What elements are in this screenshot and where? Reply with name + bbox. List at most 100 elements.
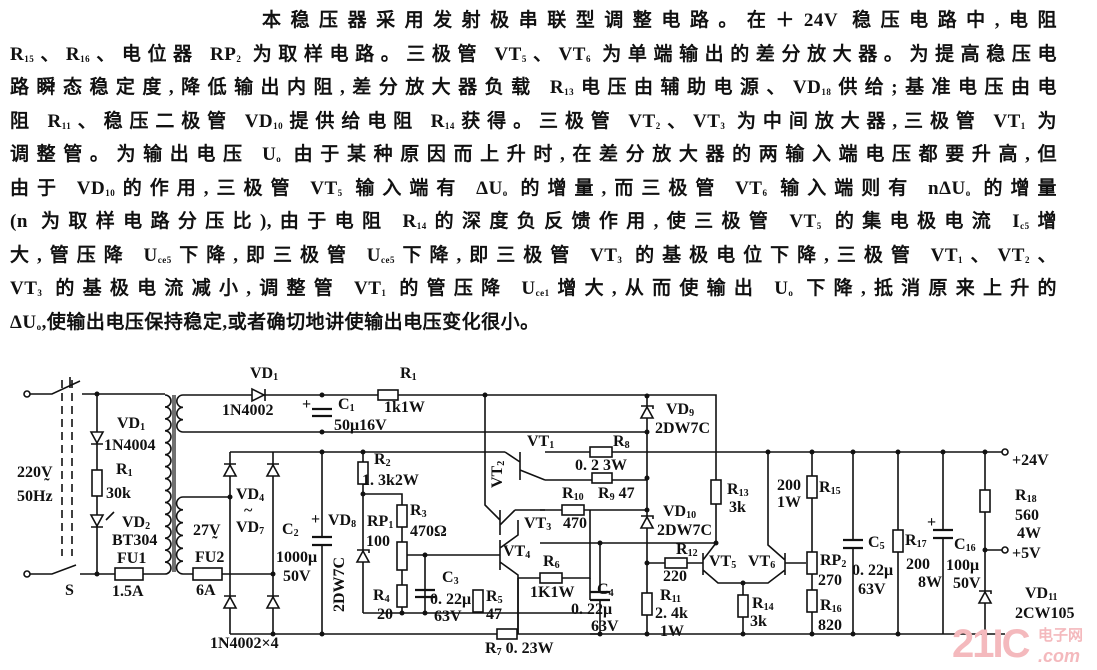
label-vd9-part: 2DW7C — [655, 420, 711, 437]
label-vt2: VT2 — [489, 460, 507, 488]
label-r16-val: 820 — [818, 617, 842, 634]
label-mains-frequency: 50Hz — [17, 488, 53, 505]
resistor-r2 — [357, 461, 369, 485]
label-r18-val1: 560 — [1015, 507, 1039, 524]
capacitor-c1 — [312, 407, 332, 418]
label-c1-plus: + — [302, 396, 312, 413]
zener-vd10 — [639, 515, 655, 529]
label-r12: R12 — [676, 541, 698, 559]
label-c16: C16 — [954, 536, 976, 554]
label-c3-val2: 63V — [434, 608, 462, 625]
resistor-r17 — [892, 529, 904, 553]
zener-vd9 — [639, 405, 655, 419]
label-c2-val2: 50V — [283, 568, 311, 585]
label-r8: R8 — [613, 433, 630, 451]
label-vd10: VD10 — [663, 503, 697, 521]
watermark-cn: 电子网 — [1038, 627, 1084, 644]
transformer-secondary-coil-1 — [176, 394, 184, 433]
capacitor-c16 — [933, 528, 953, 540]
label-fu1-val: 1.5A — [112, 583, 144, 600]
resistor-r1-left — [91, 469, 103, 497]
coils — [164, 394, 184, 575]
resistor-r13 — [710, 479, 722, 505]
resistor-r8 — [589, 446, 613, 458]
label-vd1-left-part: 1N4004 — [104, 437, 156, 454]
label-fu2-val: 6A — [196, 582, 216, 599]
text-line: R15、R16、电位器 RP2 为取样电路。三极管 VT5、VT6 为单端输出的… — [10, 43, 1057, 65]
label-r1-left-val: 30k — [106, 485, 131, 502]
text-line: 阻 R11、稳压二极管 VD10提供给电阻 R14获得。三极管 VT2、VT3 … — [10, 110, 1057, 132]
label-r5: R5 — [486, 588, 503, 606]
resistor-r14 — [737, 594, 749, 618]
label-c3: C3 — [442, 569, 459, 587]
label-r15-val1: 200 — [777, 477, 801, 494]
document-text: 本稳压器采用发射极串联型调整电路。在＋24V 稳压电路中,电阻 R15、R16、… — [10, 4, 1057, 339]
label-r18-val2: 4W — [1017, 525, 1041, 542]
label-r13: R13 — [727, 481, 749, 499]
label-r6-val: 1K1W — [530, 584, 575, 601]
watermark-brand: 21IC — [952, 622, 1030, 666]
resistor-r5-body — [472, 589, 484, 613]
label-r11-val2: 1W — [660, 623, 684, 640]
text-line: 路瞬态稳定度,降低输出内阻,差分放大器负载 R13电压由辅助电源、VD18供给;… — [10, 77, 1057, 98]
resistor-r6 — [539, 572, 563, 584]
transformer-secondary-coil-2 — [175, 496, 184, 575]
label-c5-val1: 0. 22μ — [852, 562, 894, 579]
label-rp2: RP2 — [820, 552, 847, 570]
label-r11-val1: 2. 4k — [655, 605, 688, 622]
diode-bridge-1 — [222, 463, 238, 477]
resistor-r11 — [641, 592, 653, 616]
label-output-5v: +5V — [1012, 545, 1041, 562]
fuse-fu2 — [192, 567, 223, 581]
label-c5: C5 — [868, 534, 885, 552]
label-c4-val2: 63V — [591, 618, 619, 635]
label-r16: R16 — [820, 597, 842, 615]
label-r2-val: 1. 3k2W — [362, 472, 419, 489]
label-vt5: VT5 — [709, 553, 737, 571]
resistor-r1-top — [377, 389, 399, 401]
potentiometer-rp1 — [396, 541, 408, 571]
label-r11: R11 — [660, 587, 682, 605]
label-r14-val: 3k — [750, 613, 767, 630]
potentiometer-rp2 — [806, 551, 818, 575]
label-vd11-part: 2CW105 — [1015, 605, 1075, 622]
label-c3-val1: 0. 22μ — [430, 591, 472, 608]
resistor-r18 — [979, 489, 991, 513]
label-vd4: VD4 — [236, 486, 265, 504]
label-c16-plus: + — [927, 514, 937, 531]
text-line: ΔUo,使输出电压保持稳定,或者确切地讲使输出电压变化很小。 — [10, 311, 540, 333]
text-line: 本稳压器采用发射极串联型调整电路。在＋24V 稳压电路中,电阻 — [262, 10, 1057, 31]
label-vd10-part: 2DW7C — [657, 522, 713, 539]
label-vd7: VD7 — [236, 519, 265, 537]
transformer-primary-coil — [164, 394, 172, 575]
label-tilde: ~ — [244, 502, 253, 519]
text-line: 由于 VD10的作用,三极管 VT5 输入端有 ΔUo 的增量,而三极管 VT6… — [10, 177, 1057, 199]
text-line: 大,管压降 Uce5下降,即三极管 Uce5下降,即三极管 VT3 的基极电位下… — [10, 244, 1057, 266]
zener-vd8 — [355, 549, 371, 563]
label-r13-val: 3k — [729, 499, 746, 516]
capacitors — [312, 407, 953, 602]
label-r1-top: R1 — [400, 365, 417, 383]
watermark-logo: 21IC 电子网 .com — [952, 622, 1092, 670]
label-r8-val: 0. 2 3W — [575, 457, 627, 474]
label-c1-val: 50μ16V — [334, 417, 387, 434]
label-rp2-val: 270 — [818, 572, 842, 589]
label-vd11: VD11 — [1025, 585, 1058, 603]
label-switch: S — [65, 582, 74, 599]
resistor-r12 — [664, 557, 688, 569]
label-r12-val: 220 — [663, 568, 687, 585]
label-c4-val1: 0. 22μ — [571, 601, 613, 618]
label-fu1: FU1 — [117, 550, 147, 567]
watermark-domain: .com — [1038, 646, 1081, 666]
label-vd1-left: VD1 — [117, 415, 146, 433]
label-c2-plus: + — [311, 511, 321, 528]
resistor-r16 — [806, 589, 818, 613]
label-vd9: VD9 — [666, 401, 695, 419]
label-vt6: VT6 — [748, 553, 776, 571]
label-r17-val1: 200 — [906, 556, 930, 573]
zener-vd11 — [977, 590, 993, 604]
label-r15: R15 — [819, 479, 841, 497]
label-vt1: VT1 — [527, 433, 555, 451]
label-vt4: VT4 — [503, 543, 531, 561]
label-output-24v: +24V — [1012, 452, 1049, 469]
